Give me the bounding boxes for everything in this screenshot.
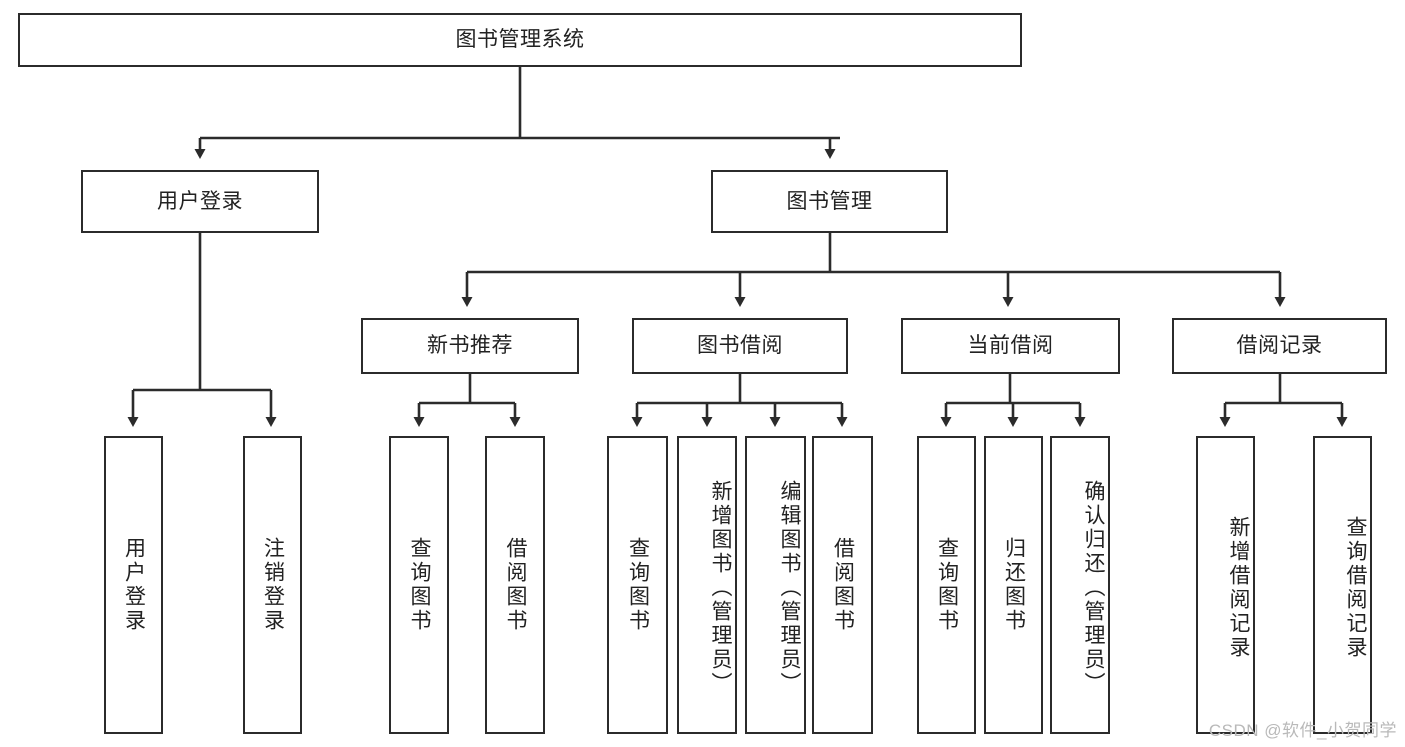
leaf-node[interactable]: 归还图书 [984, 436, 1043, 734]
leaf-node[interactable]: 借阅图书 [812, 436, 873, 734]
leaf-node[interactable]: 注销登录 [243, 436, 302, 734]
csdn-watermark: CSDN @软件_小贺同学 [1208, 721, 1397, 740]
leaf-node[interactable]: 查询借阅记录 [1313, 436, 1372, 734]
leaf-node[interactable]: 借阅图书 [485, 436, 545, 734]
node-book-manage[interactable]: 图书管理 [711, 170, 948, 233]
node-new-book-recommend[interactable]: 新书推荐 [361, 318, 579, 374]
leaf-node[interactable]: 确认归还（管理员） [1050, 436, 1110, 734]
leaf-node[interactable]: 编辑图书（管理员） [745, 436, 806, 734]
node-root[interactable]: 图书管理系统 [18, 13, 1022, 67]
node-user-login[interactable]: 用户登录 [81, 170, 319, 233]
node-borrow-record[interactable]: 借阅记录 [1172, 318, 1387, 374]
node-current-borrow[interactable]: 当前借阅 [901, 318, 1120, 374]
leaf-node[interactable]: 查询图书 [607, 436, 668, 734]
leaf-node[interactable]: 查询图书 [389, 436, 449, 734]
leaf-node[interactable]: 用户登录 [104, 436, 163, 734]
node-book-borrow[interactable]: 图书借阅 [632, 318, 848, 374]
leaf-node[interactable]: 新增借阅记录 [1196, 436, 1255, 734]
leaf-node[interactable]: 查询图书 [917, 436, 976, 734]
leaf-node[interactable]: 新增图书（管理员） [677, 436, 737, 734]
